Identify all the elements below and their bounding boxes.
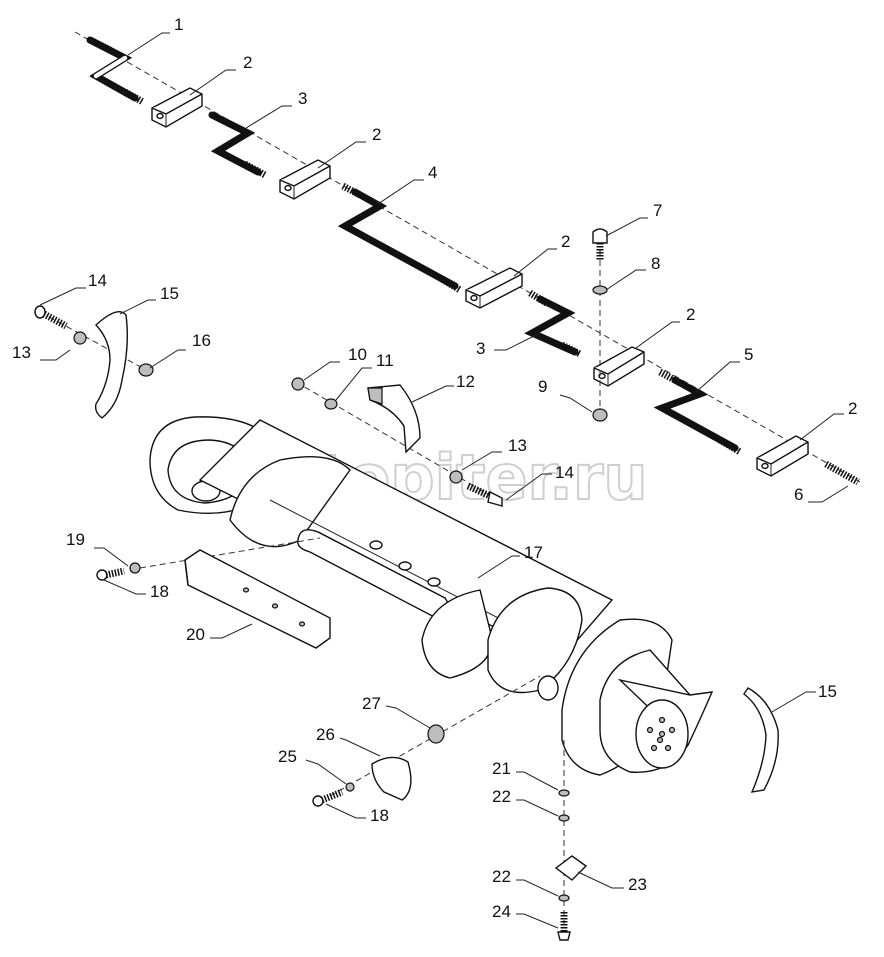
callout-1: 1 xyxy=(174,15,183,34)
callout-21: 21 xyxy=(492,759,511,778)
callout-22: 22 xyxy=(492,867,511,886)
bolt-14a xyxy=(34,305,68,330)
callout-8: 8 xyxy=(651,254,660,273)
scraper-left xyxy=(34,305,154,419)
callout-10: 10 xyxy=(348,345,367,364)
shim-23 xyxy=(554,855,588,881)
callout-17: 17 xyxy=(524,543,543,562)
callout-18: 18 xyxy=(150,582,169,601)
callout-27: 27 xyxy=(362,694,381,713)
nut-9 xyxy=(592,408,608,422)
callout-14: 14 xyxy=(88,271,107,290)
callout-20: 20 xyxy=(186,625,205,644)
callout-5: 5 xyxy=(744,345,753,364)
callout-13: 13 xyxy=(12,343,31,362)
washer-13b xyxy=(449,470,463,484)
callout-23: 23 xyxy=(628,875,647,894)
callout-22: 22 xyxy=(492,787,511,806)
callout-2: 2 xyxy=(848,399,857,418)
bolt-14b xyxy=(466,482,503,507)
callout-6: 6 xyxy=(794,485,803,504)
callout-labels: 1 2 3 2 4 7 2 8 14 15 13 16 2 3 5 10 11 … xyxy=(12,15,857,921)
crank-3a xyxy=(208,111,267,179)
callout-13: 13 xyxy=(508,436,527,455)
callout-26: 26 xyxy=(316,725,335,744)
scraper-15b xyxy=(743,687,779,793)
callout-24: 24 xyxy=(492,902,511,921)
washer-22b xyxy=(558,894,570,902)
nut-16 xyxy=(138,363,154,377)
bearing-block-e xyxy=(756,435,809,477)
mounting-strip-20 xyxy=(96,537,331,649)
callout-16: 16 xyxy=(192,331,211,350)
callout-25: 25 xyxy=(278,747,297,766)
washer-22a xyxy=(558,814,570,822)
shaft-assembly xyxy=(74,31,861,486)
washer-19 xyxy=(129,562,141,574)
callout-2: 2 xyxy=(561,232,570,251)
bushing-27 xyxy=(427,724,445,744)
crank-4 xyxy=(337,182,462,294)
callout-3: 3 xyxy=(476,339,485,358)
bolt-24 xyxy=(557,912,571,941)
plate-26 xyxy=(371,756,412,801)
callout-2: 2 xyxy=(686,305,695,324)
bolt-18a xyxy=(96,567,125,581)
scraper-middle xyxy=(291,377,503,507)
callout-12: 12 xyxy=(456,372,475,391)
crank-1 xyxy=(86,36,145,106)
callout-18: 18 xyxy=(370,806,389,825)
callout-9: 9 xyxy=(538,377,547,396)
callout-19: 19 xyxy=(66,530,85,549)
crank-3b xyxy=(524,290,582,358)
washer-11 xyxy=(324,398,338,410)
callout-leaders xyxy=(39,32,849,929)
bracket-group xyxy=(312,675,541,807)
callout-15: 15 xyxy=(818,682,837,701)
callout-15: 15 xyxy=(160,284,179,303)
callout-4: 4 xyxy=(428,163,437,182)
crank-5 xyxy=(653,368,742,456)
callout-2: 2 xyxy=(372,125,381,144)
callout-11: 11 xyxy=(376,351,394,370)
bearing-block-a xyxy=(151,87,203,128)
bolt-18b xyxy=(312,788,344,807)
nut-21 xyxy=(558,789,570,797)
bearing-block-d xyxy=(593,346,645,387)
lower-stack xyxy=(554,740,588,941)
pin-6 xyxy=(824,460,860,486)
scraper-15a xyxy=(94,311,129,419)
bearing-block-b xyxy=(279,159,331,200)
washer-25 xyxy=(345,782,355,792)
nut-10 xyxy=(291,377,305,391)
callout-2: 2 xyxy=(243,53,252,72)
washer-13a xyxy=(73,331,87,345)
callout-3: 3 xyxy=(298,89,307,108)
callout-14: 14 xyxy=(555,463,574,482)
callout-7: 7 xyxy=(653,201,662,220)
bearing-block-c xyxy=(465,267,523,309)
washer-8 xyxy=(592,285,608,295)
bolt-7 xyxy=(592,228,608,260)
auger-tube-17 xyxy=(149,416,714,776)
